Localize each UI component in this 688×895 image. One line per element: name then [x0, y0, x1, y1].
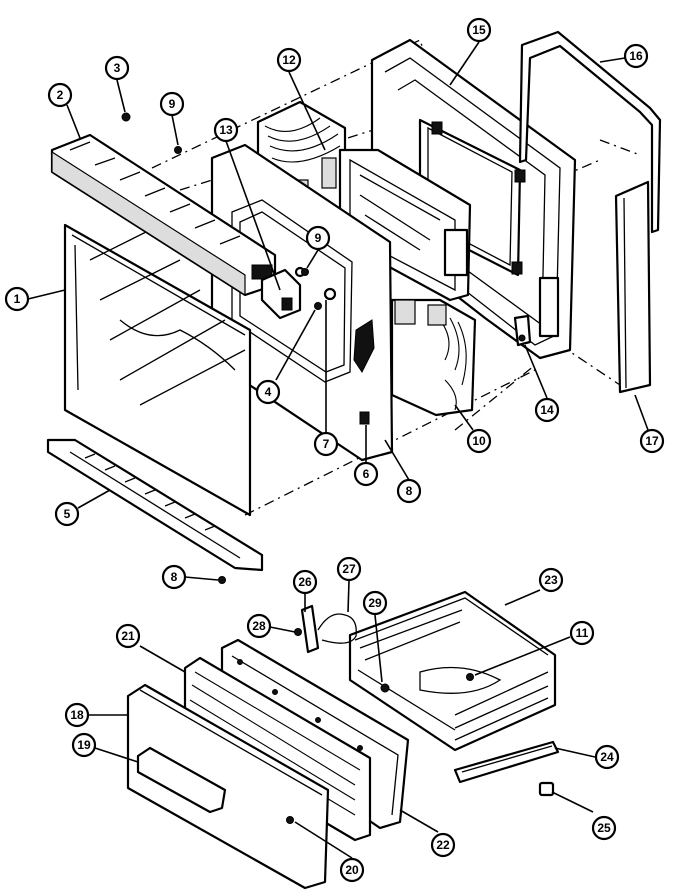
svg-text:6: 6: [363, 467, 370, 481]
callout-11: 11: [569, 620, 595, 646]
callout-12: 12: [276, 47, 302, 73]
svg-text:4: 4: [265, 385, 272, 399]
svg-text:16: 16: [629, 49, 643, 63]
svg-text:13: 13: [219, 123, 233, 137]
callout-18: 18: [64, 702, 90, 728]
callout-27: 27: [336, 556, 362, 582]
door-hinge-receptacle: [260, 268, 302, 320]
door-back-frame: [370, 38, 577, 360]
callout-26: 26: [292, 569, 318, 595]
svg-text:9: 9: [169, 97, 176, 111]
callout-28: 28: [246, 613, 272, 639]
callout-23: 23: [538, 567, 564, 593]
door-glass-pack: [338, 148, 472, 302]
callout-9-center: 9: [305, 225, 331, 251]
svg-text:8: 8: [171, 570, 178, 584]
svg-text:29: 29: [368, 596, 382, 610]
door-gasket: [518, 30, 662, 234]
callout-5: 5: [54, 501, 80, 527]
screws-upper: [121, 112, 322, 584]
callout-8-screw: 8: [161, 564, 187, 590]
svg-text:25: 25: [597, 821, 611, 835]
svg-text:28: 28: [252, 619, 266, 633]
callout-1: 1: [4, 286, 30, 312]
svg-text:3: 3: [114, 61, 121, 75]
door-vent-trim: [50, 133, 277, 297]
svg-text:27: 27: [342, 562, 356, 576]
drawer-handle: [136, 746, 227, 814]
callout-15: 15: [466, 17, 492, 43]
svg-text:15: 15: [472, 23, 486, 37]
callout-25: 25: [591, 815, 617, 841]
callout-4: 4: [255, 379, 281, 405]
svg-text:19: 19: [77, 738, 91, 752]
svg-text:17: 17: [645, 434, 659, 448]
door-insulation-lower: [390, 298, 477, 417]
door-side-trim: [614, 180, 652, 394]
callout-8-door-panel: 8: [396, 478, 422, 504]
svg-text:7: 7: [323, 437, 330, 451]
svg-text:14: 14: [540, 403, 554, 417]
callout-3: 3: [104, 55, 130, 81]
drawer-roller: [538, 781, 555, 797]
callout-19: 19: [71, 732, 97, 758]
svg-text:24: 24: [600, 750, 614, 764]
svg-text:12: 12: [282, 53, 296, 67]
door-outer-glass: [63, 223, 252, 517]
svg-text:5: 5: [64, 507, 71, 521]
callout-7: 7: [313, 431, 339, 457]
callout-6: 6: [353, 461, 379, 487]
callout-16: 16: [623, 43, 649, 69]
svg-text:1: 1: [14, 292, 21, 306]
svg-text:26: 26: [298, 575, 312, 589]
callout-13: 13: [213, 117, 239, 143]
svg-text:9: 9: [315, 231, 322, 245]
callout-17: 17: [639, 428, 665, 454]
callout-24: 24: [594, 744, 620, 770]
callout-leaders: [27, 41, 649, 859]
callout-14: 14: [534, 397, 560, 423]
drawer-body: [348, 590, 557, 752]
callout-9-left: 9: [159, 91, 185, 117]
svg-text:18: 18: [70, 708, 84, 722]
callout-2: 2: [47, 82, 73, 108]
callout-21: 21: [115, 623, 141, 649]
svg-text:22: 22: [436, 838, 450, 852]
svg-text:10: 10: [472, 434, 486, 448]
callout-20: 20: [339, 857, 365, 883]
door-bottom-trim: [46, 438, 264, 572]
drawer-slide-rail: [453, 740, 560, 784]
svg-text:8: 8: [406, 484, 413, 498]
door-latch-bracket: [513, 314, 532, 347]
callout-10: 10: [466, 428, 492, 454]
drawer-front-panel: [126, 683, 330, 890]
callout-22: 22: [430, 832, 456, 858]
svg-text:11: 11: [576, 626, 589, 640]
svg-text:20: 20: [345, 863, 359, 877]
drawer-bracket-and-wire: [294, 604, 357, 654]
svg-text:23: 23: [544, 573, 558, 587]
svg-text:21: 21: [121, 629, 135, 643]
svg-text:2: 2: [57, 88, 64, 102]
callout-29: 29: [362, 590, 388, 616]
